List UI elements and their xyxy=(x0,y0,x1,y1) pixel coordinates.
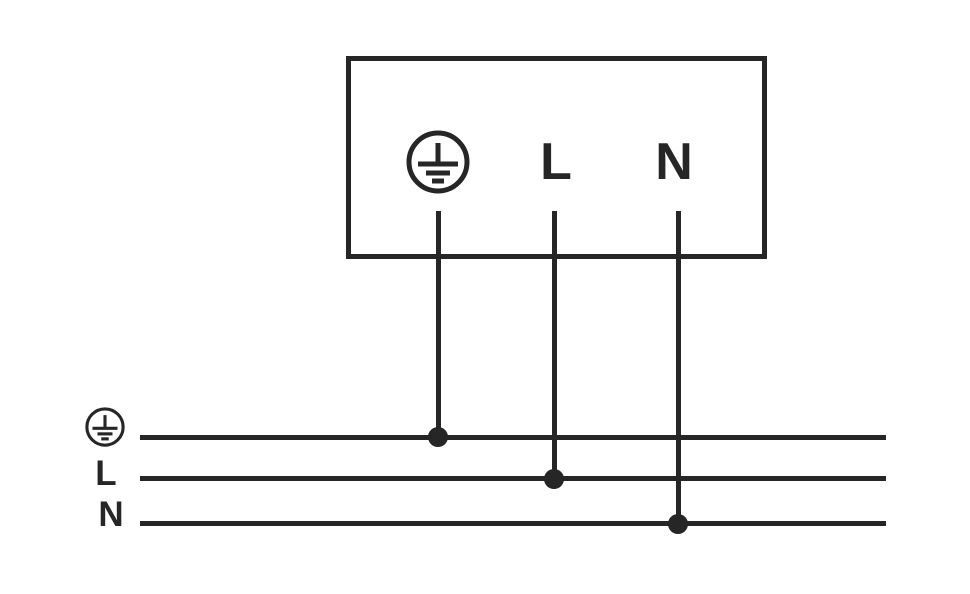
neutral-junction-dot xyxy=(668,514,688,534)
protective-earth-icon xyxy=(85,407,125,447)
terminal-label-neutral: N xyxy=(655,133,693,191)
terminal-label-live: L xyxy=(540,133,572,191)
live-wire xyxy=(552,211,557,479)
neutral-wire xyxy=(676,211,681,524)
supply-label-neutral: N xyxy=(98,494,124,534)
protective-earth-icon xyxy=(406,130,470,194)
neutral-bus-line xyxy=(140,521,886,526)
live-junction-dot xyxy=(544,469,564,489)
live-bus-line xyxy=(140,476,886,481)
supply-label-live: L xyxy=(95,453,117,493)
earth-bus-line xyxy=(140,435,886,440)
earth-wire xyxy=(436,211,441,438)
earth-junction-dot xyxy=(428,427,448,447)
